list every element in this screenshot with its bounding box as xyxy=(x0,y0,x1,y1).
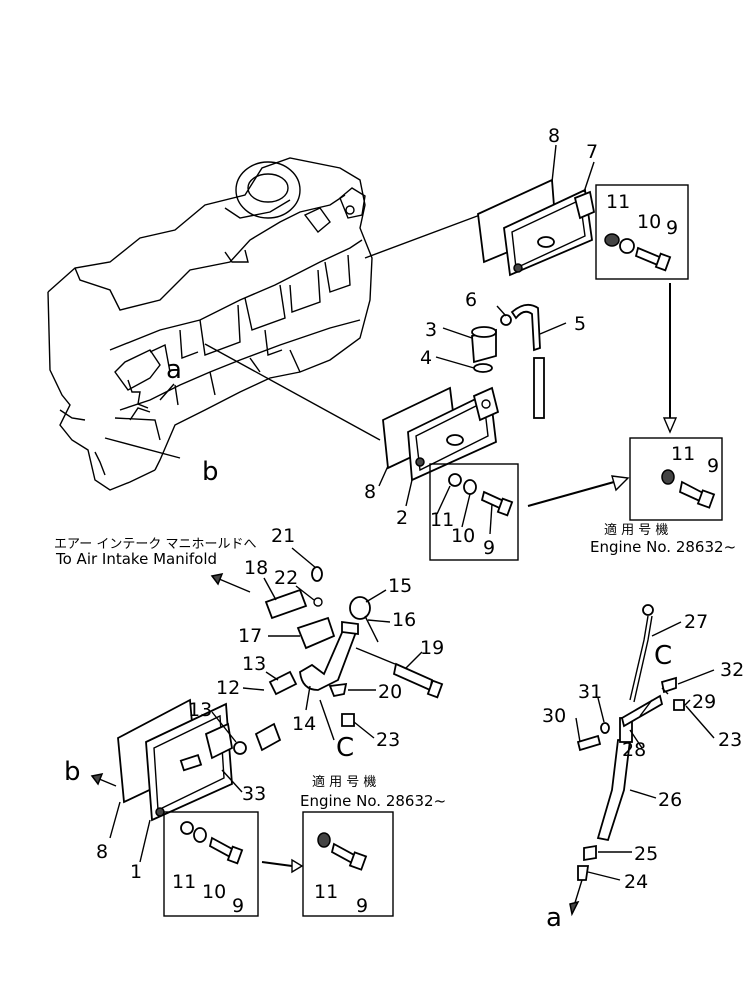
notes: エアー インテーク マニホールドへ To Air Intake Manifold… xyxy=(54,522,736,810)
callout-29: 29 xyxy=(692,691,716,713)
tube-group xyxy=(233,566,444,755)
callout-12: 12 xyxy=(216,677,240,699)
a-arrow-bottom xyxy=(569,900,580,917)
arrow-to-manifold xyxy=(210,572,251,593)
callout-8-bottom: 8 xyxy=(96,841,108,863)
callout-14: 14 xyxy=(292,713,316,735)
callout-9-mid: 9 xyxy=(483,537,495,559)
callout-15: 15 xyxy=(388,575,412,597)
bottom-side-cover xyxy=(117,698,233,822)
alt2-bolt-set xyxy=(317,832,368,871)
callout-11-alt1: 11 xyxy=(671,443,695,465)
mid-bolt-set xyxy=(448,473,514,517)
callout-5: 5 xyxy=(574,313,586,335)
callout-11-bottom: 11 xyxy=(172,871,196,893)
callout-13-upper: 13 xyxy=(242,653,266,675)
letter-a-bottom: a xyxy=(546,903,562,933)
callout-10-bottom: 10 xyxy=(202,881,226,903)
callout-28: 28 xyxy=(622,739,646,761)
manifold-note-en: To Air Intake Manifold xyxy=(55,550,217,568)
callout-23-right: 23 xyxy=(718,729,742,751)
callout-9-bottom: 9 xyxy=(232,895,244,917)
callout-2: 2 xyxy=(396,507,408,529)
callout-9-alt1: 9 xyxy=(707,455,719,477)
middle-side-cover xyxy=(382,386,500,482)
callout-1: 1 xyxy=(130,861,142,883)
arrow-to-alt2 xyxy=(261,858,304,874)
callout-8-top: 8 xyxy=(548,125,560,147)
callout-16: 16 xyxy=(392,609,416,631)
callout-10-top: 10 xyxy=(637,211,661,233)
arrow-head xyxy=(662,417,678,434)
callout-23-left: 23 xyxy=(376,729,400,751)
callout-19: 19 xyxy=(420,637,444,659)
callout-30: 30 xyxy=(542,705,566,727)
alt1-bolt-frame xyxy=(629,437,723,521)
letter-b-bottom: b xyxy=(64,757,81,787)
callout-leaders xyxy=(109,144,715,881)
alt2-bolt-frame xyxy=(302,811,394,917)
callout-25: 25 xyxy=(634,843,658,865)
applicable-note-jp-1: 適 用 号 機 xyxy=(604,522,668,538)
letter-a-left: a xyxy=(166,355,182,385)
callout-3: 3 xyxy=(425,319,437,341)
callout-4: 4 xyxy=(420,347,432,369)
dipstick-assembly xyxy=(573,604,685,907)
callout-21: 21 xyxy=(271,525,295,547)
callout-27: 27 xyxy=(684,611,708,633)
callout-32: 32 xyxy=(720,659,744,681)
engine-no-note-1: Engine No. 28632~ xyxy=(590,538,736,556)
callout-31: 31 xyxy=(578,681,602,703)
letter-c-left: C xyxy=(336,733,354,763)
callout-9-alt2: 9 xyxy=(356,895,368,917)
alt1-bolt-set xyxy=(661,469,716,509)
callout-8-mid: 8 xyxy=(364,481,376,503)
callout-22: 22 xyxy=(274,567,298,589)
b-arrow xyxy=(90,772,117,787)
callout-11-mid: 11 xyxy=(430,509,454,531)
manifold-note-jp: エアー インテーク マニホールドへ xyxy=(54,537,257,552)
top-bolt-frame xyxy=(595,184,689,280)
breather-parts xyxy=(471,303,545,419)
callout-11-top: 11 xyxy=(606,191,630,213)
mid-bolt-frame xyxy=(429,463,519,561)
engine-no-note-2: Engine No. 28632~ xyxy=(300,792,446,810)
callout-24: 24 xyxy=(624,871,648,893)
bottom-bolt-set xyxy=(180,821,244,865)
callout-9-top: 9 xyxy=(666,217,678,239)
leader-b xyxy=(104,437,181,459)
callout-20: 20 xyxy=(378,681,402,703)
top-bolt-set xyxy=(604,233,672,272)
top-side-cover xyxy=(477,178,596,277)
callout-6: 6 xyxy=(465,289,477,311)
callout-7: 7 xyxy=(586,141,598,163)
callout-11-alt2: 11 xyxy=(314,881,338,903)
leader-mid-cover xyxy=(204,343,381,441)
callout-10-mid: 10 xyxy=(451,525,475,547)
arrow-to-alt1-b xyxy=(527,475,630,507)
callout-18: 18 xyxy=(244,557,268,579)
callout-17: 17 xyxy=(238,625,262,647)
bottom-bolt-frame xyxy=(163,811,259,917)
callout-26: 26 xyxy=(658,789,682,811)
callout-13-lower: 13 xyxy=(188,699,212,721)
leader-top-cover xyxy=(364,214,481,259)
letter-b-left: b xyxy=(202,457,219,487)
callout-33: 33 xyxy=(242,783,266,805)
letter-c-right: C xyxy=(654,641,672,671)
engine-block xyxy=(47,157,373,491)
callout-numbers: 8 7 11 10 9 6 3 4 5 11 9 a b 8 2 11 10 9… xyxy=(64,125,744,933)
applicable-note-jp-2: 適 用 号 機 xyxy=(312,774,376,790)
